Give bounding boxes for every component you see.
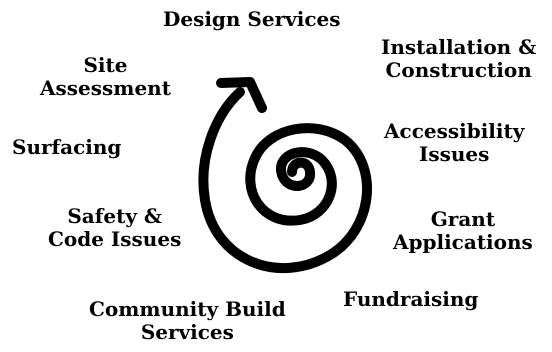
label-surfacing: Surfacing [12, 136, 121, 159]
spiral-arrowhead [216, 77, 267, 113]
label-grant-applications: Grant Applications [393, 208, 533, 254]
grant-line1: Grant [430, 207, 496, 231]
label-site-assessment: Site Assessment [40, 54, 171, 100]
label-community-build-services: Community Build Services [89, 298, 286, 344]
accessibility-line1: Accessibility [384, 119, 525, 143]
site-line2: Assessment [40, 76, 171, 100]
community-line1: Community Build [89, 297, 286, 321]
community-line2: Services [140, 320, 234, 344]
accessibility-line2: Issues [418, 142, 490, 166]
design-services-text: Design Services [163, 7, 341, 31]
label-safety-code-issues: Safety & Code Issues [48, 205, 181, 251]
label-design-services: Design Services [163, 8, 341, 31]
label-accessibility-issues: Accessibility Issues [384, 120, 524, 166]
label-fundraising: Fundraising [343, 288, 478, 311]
fundraising-text: Fundraising [343, 287, 479, 311]
label-installation-construction: Installation & Construction [381, 36, 536, 82]
installation-line2: Construction [385, 58, 532, 82]
surfacing-text: Surfacing [12, 135, 122, 159]
installation-line1: Installation & [381, 35, 537, 59]
spiral-path [198, 87, 372, 274]
safety-line1: Safety & [67, 204, 162, 228]
site-line1: Site [83, 53, 128, 77]
grant-line2: Applications [393, 230, 533, 254]
safety-line2: Code Issues [48, 227, 182, 251]
